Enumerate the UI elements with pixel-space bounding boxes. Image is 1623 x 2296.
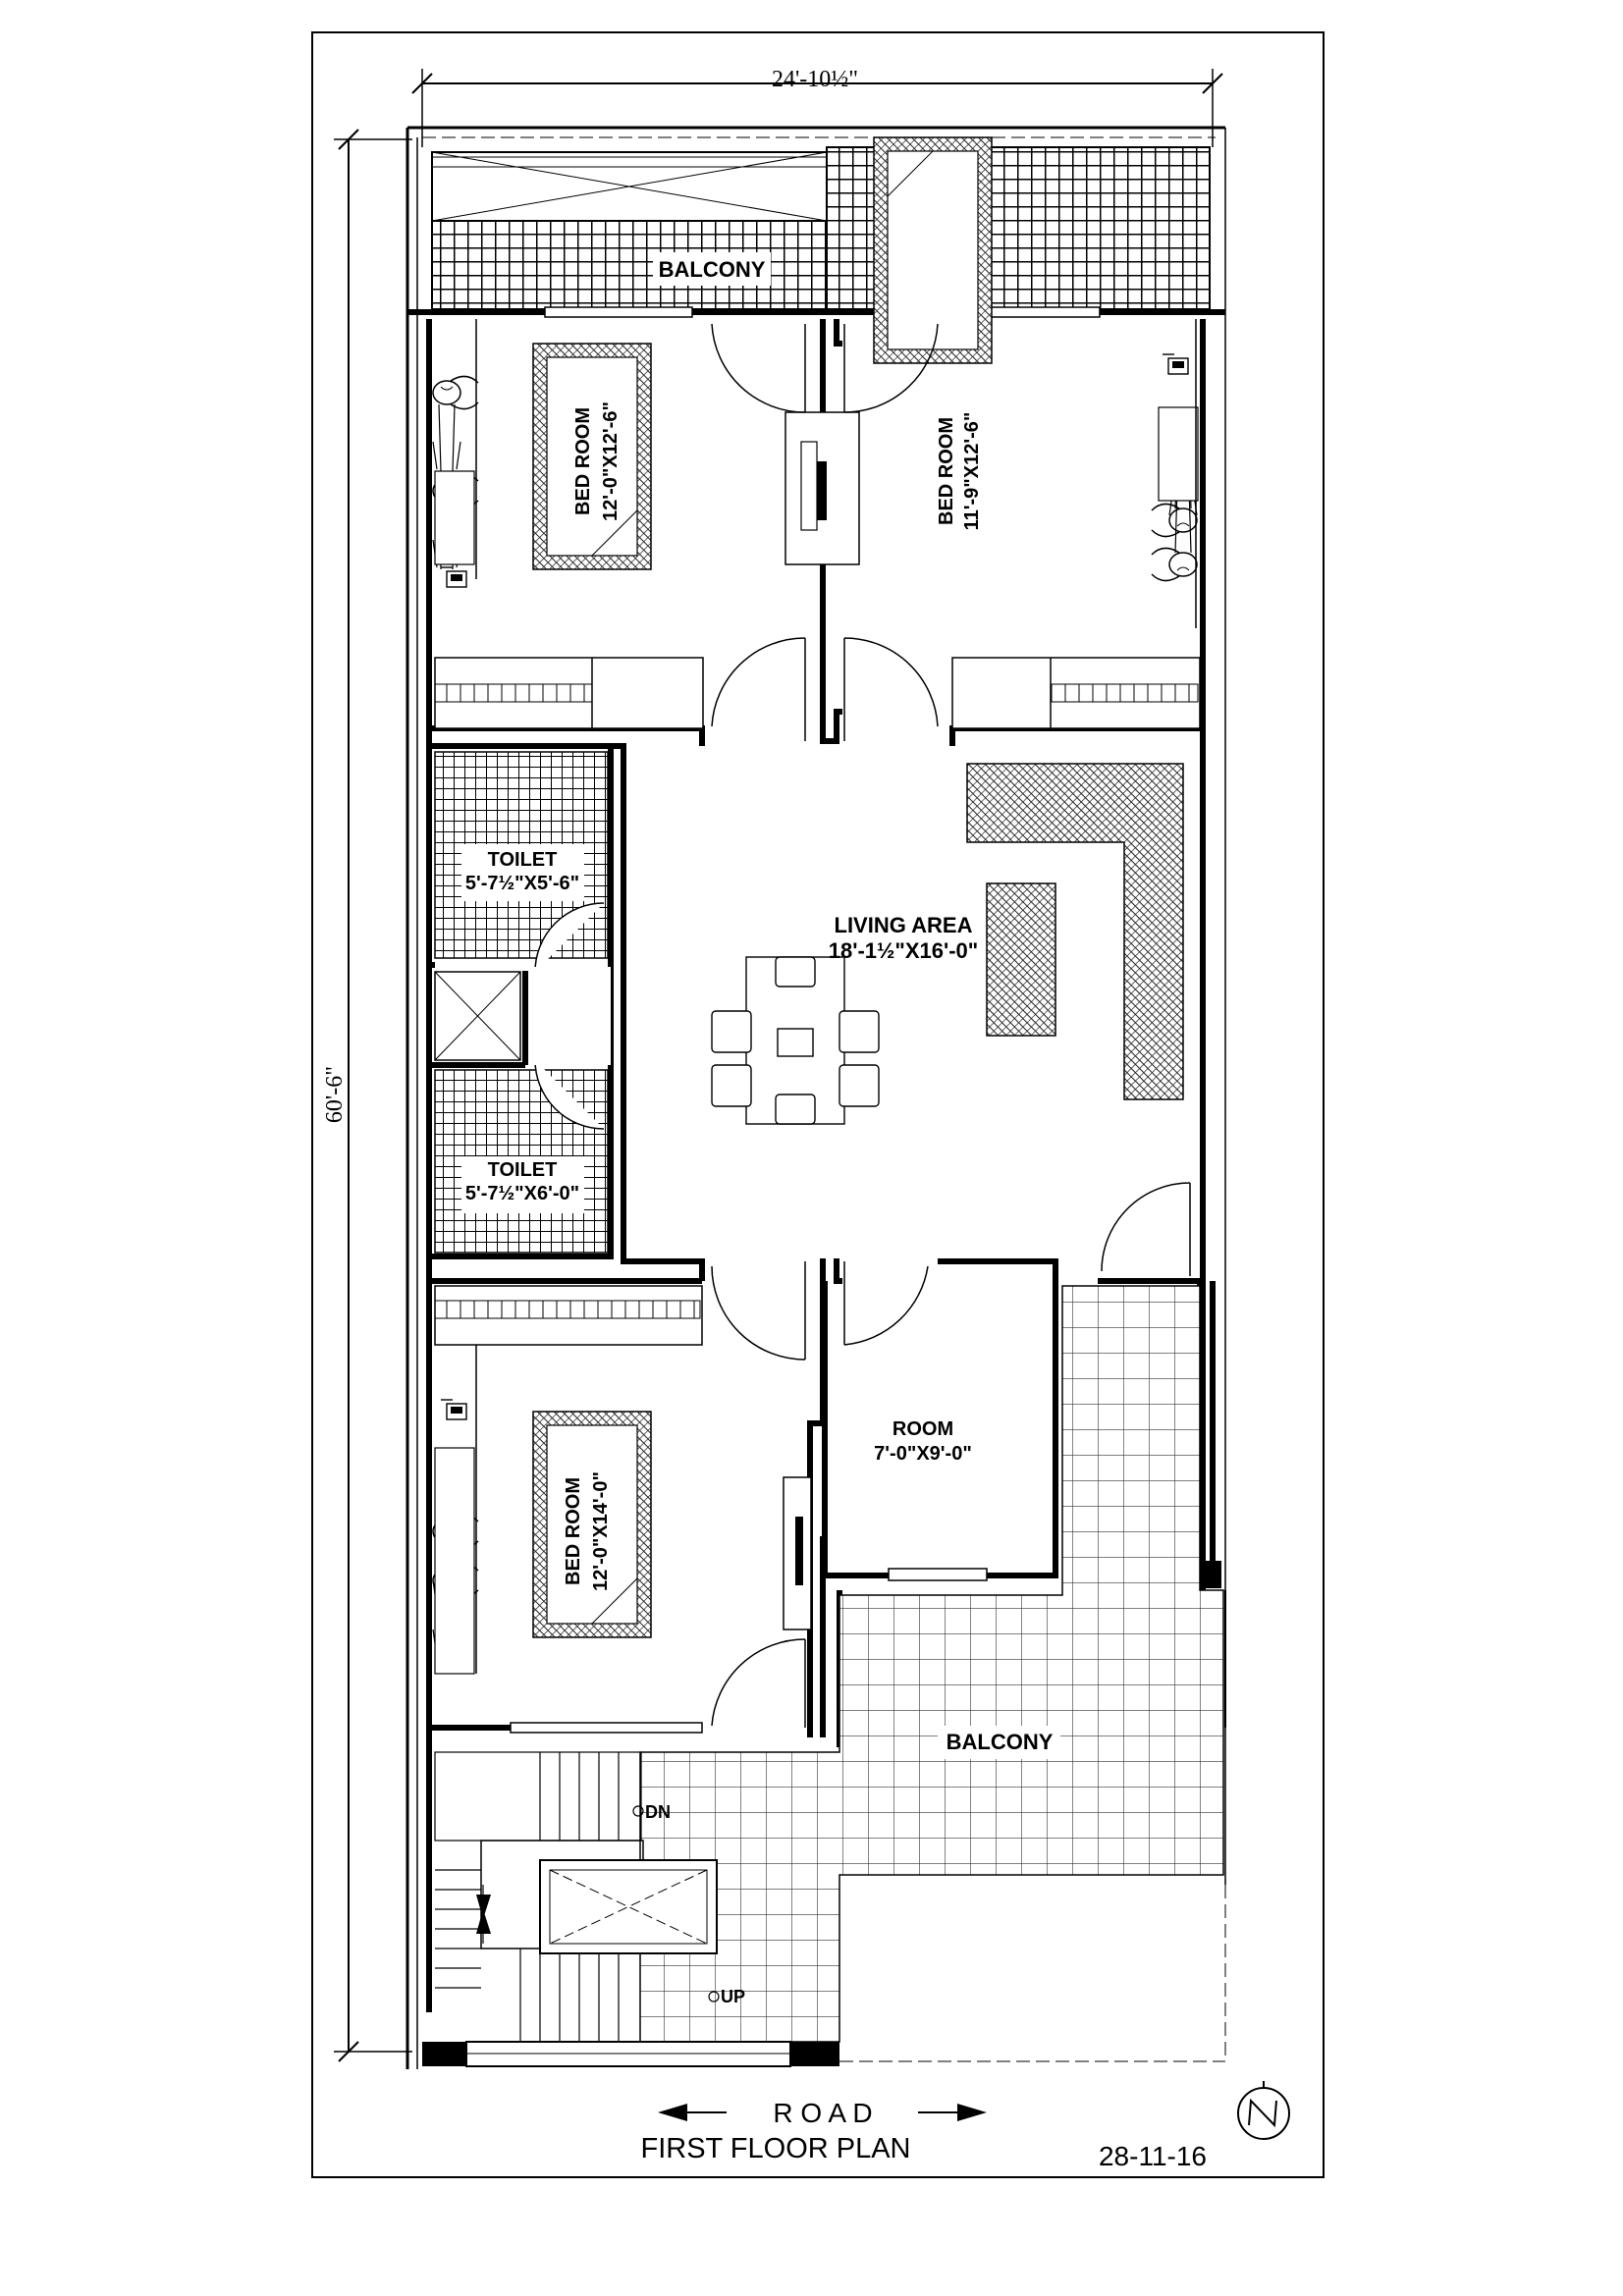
bedroom-1: BED ROOM 12'-0"X12'-6" [432, 319, 860, 729]
bedroom-2: BED ROOM 11'-9"X12'-6" [873, 136, 1201, 729]
plan-title: FIRST FLOOR PLAN [640, 2133, 910, 2164]
height-label: 60'-6" [322, 1066, 348, 1123]
bedroom-1-name: BED ROOM [572, 407, 594, 515]
sheet-border [311, 31, 1325, 2178]
living-size: 18'-1½"X16'-0" [829, 938, 978, 963]
toilet-1-size: 5'-7½"X5'-6" [465, 873, 579, 894]
staircase: DN UP [426, 1747, 745, 2042]
plan-date: 28-11-16 [1099, 2141, 1207, 2171]
room-7x9: ROOM 7'-0"X9'-0" [874, 1418, 988, 1581]
bedroom-2-size: 11'-9"X12'-6" [961, 412, 983, 531]
doors-top [711, 323, 939, 741]
bedroom-1-size: 12'-0"X12'-6" [600, 401, 622, 521]
room-name: ROOM [893, 1418, 953, 1440]
living-name: LIVING AREA [835, 913, 973, 937]
room-size: 7'-0"X9'-0" [874, 1443, 972, 1465]
toilet-2-name: TOILET [488, 1159, 558, 1181]
width-label: 24'-10½" [772, 67, 858, 92]
toilet-2-size: 5'-7½"X6'-0" [465, 1183, 579, 1204]
bedroom-3-name: BED ROOM [563, 1477, 584, 1585]
north-arrow-icon [1237, 2081, 1290, 2140]
doors-lower [711, 1261, 929, 1728]
stairs-down-label: DN [645, 1802, 671, 1822]
balcony-top: BALCONY [431, 146, 1211, 310]
width-dimension: 24'-10½" [411, 67, 1223, 147]
phone-icon [1162, 353, 1189, 375]
stairs-up-label: UP [721, 1987, 745, 2006]
height-dimension: 60'-6" [322, 129, 412, 2062]
road-indicator: R O A D [658, 2098, 987, 2128]
road-label: R O A D [773, 2098, 872, 2128]
balcony-bottom: BALCONY [639, 1285, 1224, 2043]
bedroom-3: BED ROOM 12'-0"X14'-0" [432, 1285, 812, 1675]
living-area: LIVING AREA 18'-1½"X16'-0" [711, 763, 1191, 1276]
phone-icon [440, 1399, 467, 1420]
toilet-1-name: TOILET [488, 849, 558, 871]
bedroom-2-name: BED ROOM [936, 417, 957, 525]
balcony-top-label: BALCONY [659, 257, 766, 282]
dining-table-icon [711, 956, 880, 1125]
bedroom-3-size: 12'-0"X14'-0" [590, 1471, 612, 1591]
phone-icon [440, 566, 467, 588]
balcony-bottom-label: BALCONY [947, 1730, 1054, 1754]
toilet-block: TOILET 5'-7½"X5'-6" TOILET 5'-7½"X6'-0" [434, 751, 611, 1254]
